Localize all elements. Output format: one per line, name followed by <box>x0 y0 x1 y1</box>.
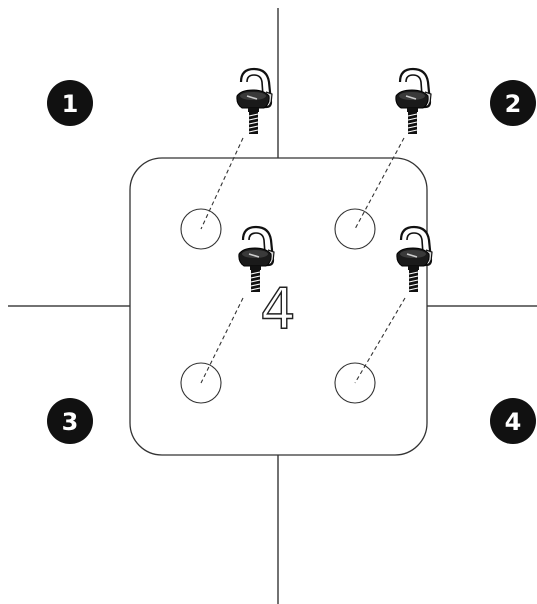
step-badge-3: 3 <box>47 398 93 444</box>
path-line-3 <box>200 297 244 384</box>
path-line-2 <box>354 137 405 230</box>
thumb-screw-icon <box>394 67 433 136</box>
step-badge-1: 1 <box>47 80 93 126</box>
step-badge-3-label: 3 <box>62 408 79 436</box>
thumb-screw-icon <box>235 67 274 136</box>
step-badge-4-label: 4 <box>505 408 522 436</box>
plate-center-label: 4 <box>260 277 296 342</box>
step-badge-2-label: 2 <box>505 90 522 118</box>
path-line-4 <box>354 297 406 384</box>
step-badge-4: 4 <box>490 398 536 444</box>
step-badge-1-label: 1 <box>62 90 79 118</box>
step-badge-2: 2 <box>490 80 536 126</box>
path-line-1 <box>200 137 244 230</box>
mounting-hole-top-right <box>334 208 376 250</box>
